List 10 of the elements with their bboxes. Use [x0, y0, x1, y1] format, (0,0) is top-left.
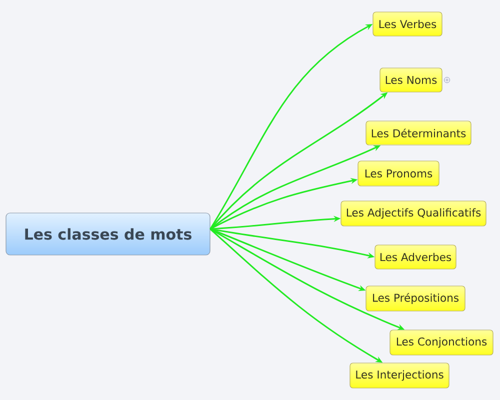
subtopic-box: Les Pronoms [358, 160, 440, 186]
subtopic-box: Les Conjonctions [390, 330, 494, 356]
subtopic-box: Les Prépositions [366, 286, 466, 312]
subtopic-box: Les Déterminants [366, 120, 472, 146]
subtopic-box: Les Noms [380, 68, 442, 92]
subtopic-box: Les Verbes [372, 12, 442, 36]
subtopic-box: Les Adverbes [374, 244, 456, 270]
topic-box: Les classes de mots [6, 212, 210, 256]
subtopic-box: Les Interjections [350, 362, 450, 388]
subtopic-box: Les Adjectifs Qualificatifs [340, 200, 486, 226]
